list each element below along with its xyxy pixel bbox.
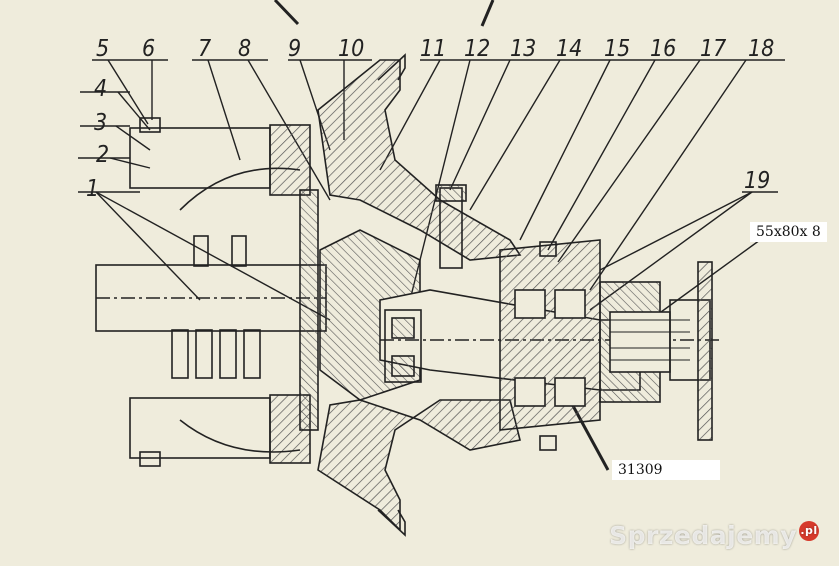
part-number-3: 3 xyxy=(94,110,107,136)
part-number-13: 13 xyxy=(510,36,536,62)
bearing-number-label: 31309 xyxy=(612,460,720,480)
part-number-11: 11 xyxy=(420,36,446,62)
part-number-7: 7 xyxy=(198,36,211,62)
part-number-9: 9 xyxy=(288,36,301,62)
watermark-logo: Sprzedajemy.pl xyxy=(609,521,819,550)
part-number-8: 8 xyxy=(238,36,251,62)
part-number-16: 16 xyxy=(650,36,676,62)
part-number-19: 19 xyxy=(744,168,770,194)
part-number-10: 10 xyxy=(338,36,364,62)
part-number-15: 15 xyxy=(604,36,630,62)
part-number-1: 1 xyxy=(86,176,99,202)
part-number-12: 12 xyxy=(464,36,490,62)
part-number-4: 4 xyxy=(94,76,107,102)
gearbox-body xyxy=(95,53,720,537)
part-number-18: 18 xyxy=(748,36,774,62)
part-number-2: 2 xyxy=(96,142,109,168)
seal-size-label: 55x80x 8 xyxy=(750,222,827,242)
part-number-14: 14 xyxy=(556,36,582,62)
part-number-5: 5 xyxy=(96,36,109,62)
part-number-17: 17 xyxy=(700,36,726,62)
watermark-badge: .pl xyxy=(799,521,819,541)
part-number-6: 6 xyxy=(142,36,155,62)
watermark-text: Sprzedajemy xyxy=(609,521,797,550)
